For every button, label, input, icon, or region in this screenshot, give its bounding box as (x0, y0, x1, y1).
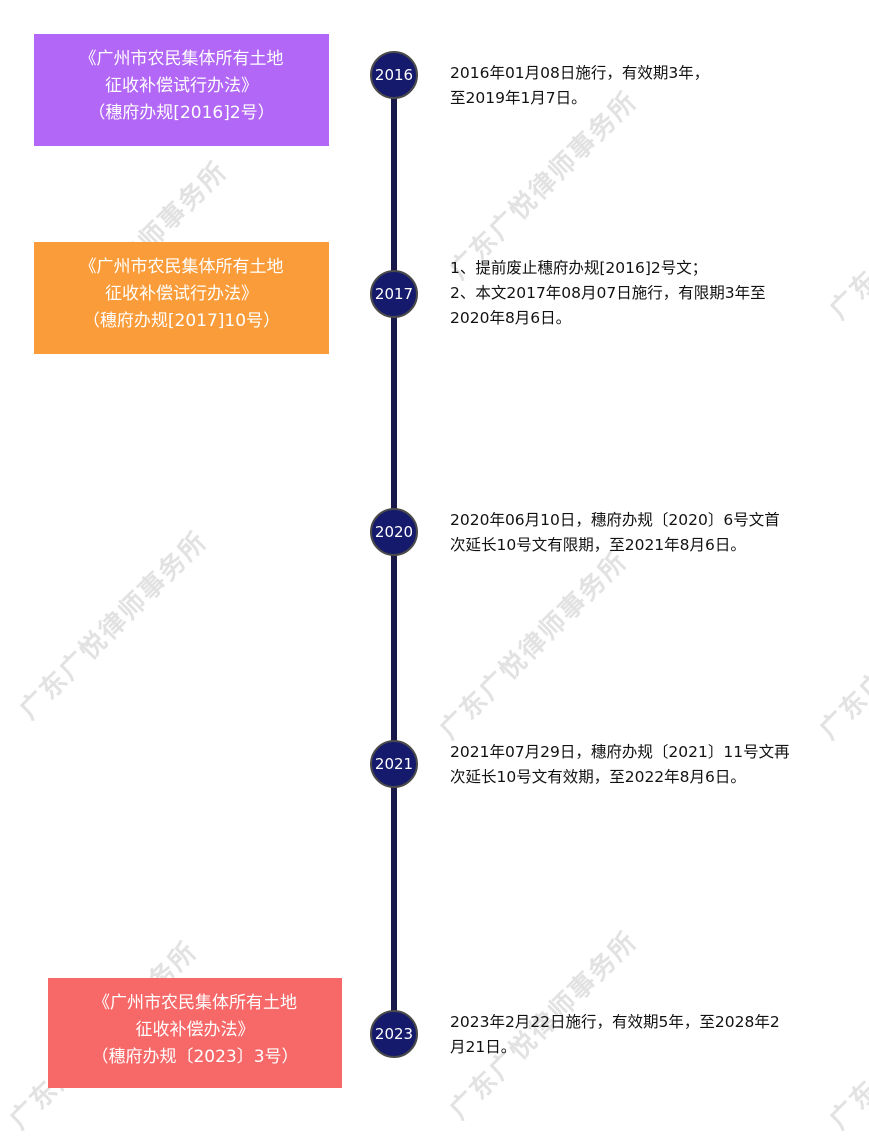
year-node-2020: 2020 (370, 508, 418, 556)
desc-2017: 1、提前废止穗府办规[2016]2号文； 2、本文2017年08月07日施行，有… (450, 256, 840, 331)
title-box-2016: 《广州市农民集体所有土地 征收补偿试行办法》 （穗府办规[2016]2号） (34, 34, 329, 146)
desc-line: 月21日。 (450, 1038, 517, 1056)
desc-2023: 2023年2月22日施行，有效期5年，至2028年2 月21日。 (450, 1010, 840, 1060)
desc-line: 2020年8月6日。 (450, 309, 572, 327)
desc-line: 次延长10号文有限期，至2021年8月6日。 (450, 536, 746, 554)
title-line: 《广州市农民集体所有土地 (79, 257, 284, 277)
desc-line: 至2019年1月7日。 (450, 89, 587, 107)
watermark-text: 广东广悦律师事务所 (814, 546, 869, 746)
year-node-2021: 2021 (370, 740, 418, 788)
title-line: （穗府办规〔2023〕3号） (91, 1047, 299, 1067)
watermark-text: 广东广悦律师事务所 (14, 526, 214, 726)
desc-line: 次延长10号文有效期，至2022年8月6日。 (450, 768, 746, 786)
desc-2016: 2016年01月08日施行，有效期3年， 至2019年1月7日。 (450, 61, 840, 111)
desc-2021: 2021年07月29日，穗府办规〔2021〕11号文再 次延长10号文有效期，至… (450, 740, 840, 790)
desc-line: 2021年07月29日，穗府办规〔2021〕11号文再 (450, 743, 790, 761)
watermark-text: 广东广悦律师事务所 (434, 546, 634, 746)
title-box-2017: 《广州市农民集体所有土地 征收补偿试行办法》 （穗府办规[2017]10号） (34, 242, 329, 354)
desc-line: 2016年01月08日施行，有效期3年， (450, 64, 710, 82)
title-box-2023: 《广州市农民集体所有土地 征收补偿办法》 （穗府办规〔2023〕3号） (48, 978, 342, 1088)
year-node-2016: 2016 (370, 51, 418, 99)
desc-line: 2020年06月10日，穗府办规〔2020〕6号文首 (450, 511, 780, 529)
title-line: 《广州市农民集体所有土地 (79, 49, 284, 69)
desc-line: 2023年2月22日施行，有效期5年，至2028年2 (450, 1013, 780, 1031)
title-line: 《广州市农民集体所有土地 (93, 993, 297, 1013)
title-line: （穗府办规[2017]10号） (82, 311, 281, 331)
title-line: （穗府办规[2016]2号） (88, 103, 275, 123)
title-line: 征收补偿试行办法》 (105, 284, 258, 304)
title-line: 征收补偿办法》 (135, 1020, 255, 1040)
year-node-2023: 2023 (370, 1010, 418, 1058)
desc-2020: 2020年06月10日，穗府办规〔2020〕6号文首 次延长10号文有限期，至2… (450, 508, 840, 558)
year-node-2017: 2017 (370, 270, 418, 318)
desc-line: 1、提前废止穗府办规[2016]2号文； (450, 259, 708, 277)
desc-line: 2、本文2017年08月07日施行，有限期3年至 (450, 284, 766, 302)
title-line: 征收补偿试行办法》 (105, 76, 258, 96)
